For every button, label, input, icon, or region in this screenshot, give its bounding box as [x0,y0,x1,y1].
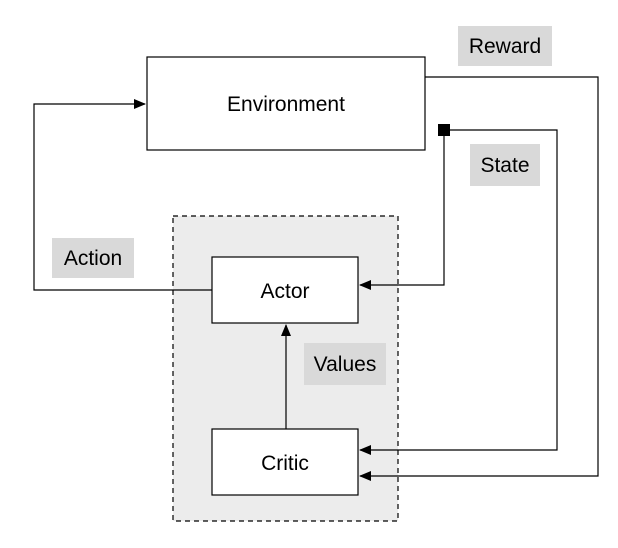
actor-node[interactable]: Actor [211,256,359,324]
state-edge-to-actor [359,130,445,290]
environment-label: Environment [227,93,345,116]
state-junction-square [438,124,450,136]
svg-text:Reward: Reward [469,35,541,58]
critic-label: Critic [261,452,309,475]
svg-text:Values: Values [314,353,377,376]
state-edge-label: State [470,144,540,186]
action-edge-label: Action [52,238,134,278]
reward-edge-label: Reward [458,26,552,66]
actor-label: Actor [260,280,309,303]
values-edge-label: Values [304,343,386,385]
critic-node[interactable]: Critic [211,428,359,496]
state-edge-to-critic [359,129,558,455]
svg-text:Action: Action [64,247,122,270]
environment-node[interactable]: Environment [146,56,426,151]
action-edge [33,99,212,291]
svg-text:State: State [480,154,529,177]
reward-edge [359,76,599,481]
